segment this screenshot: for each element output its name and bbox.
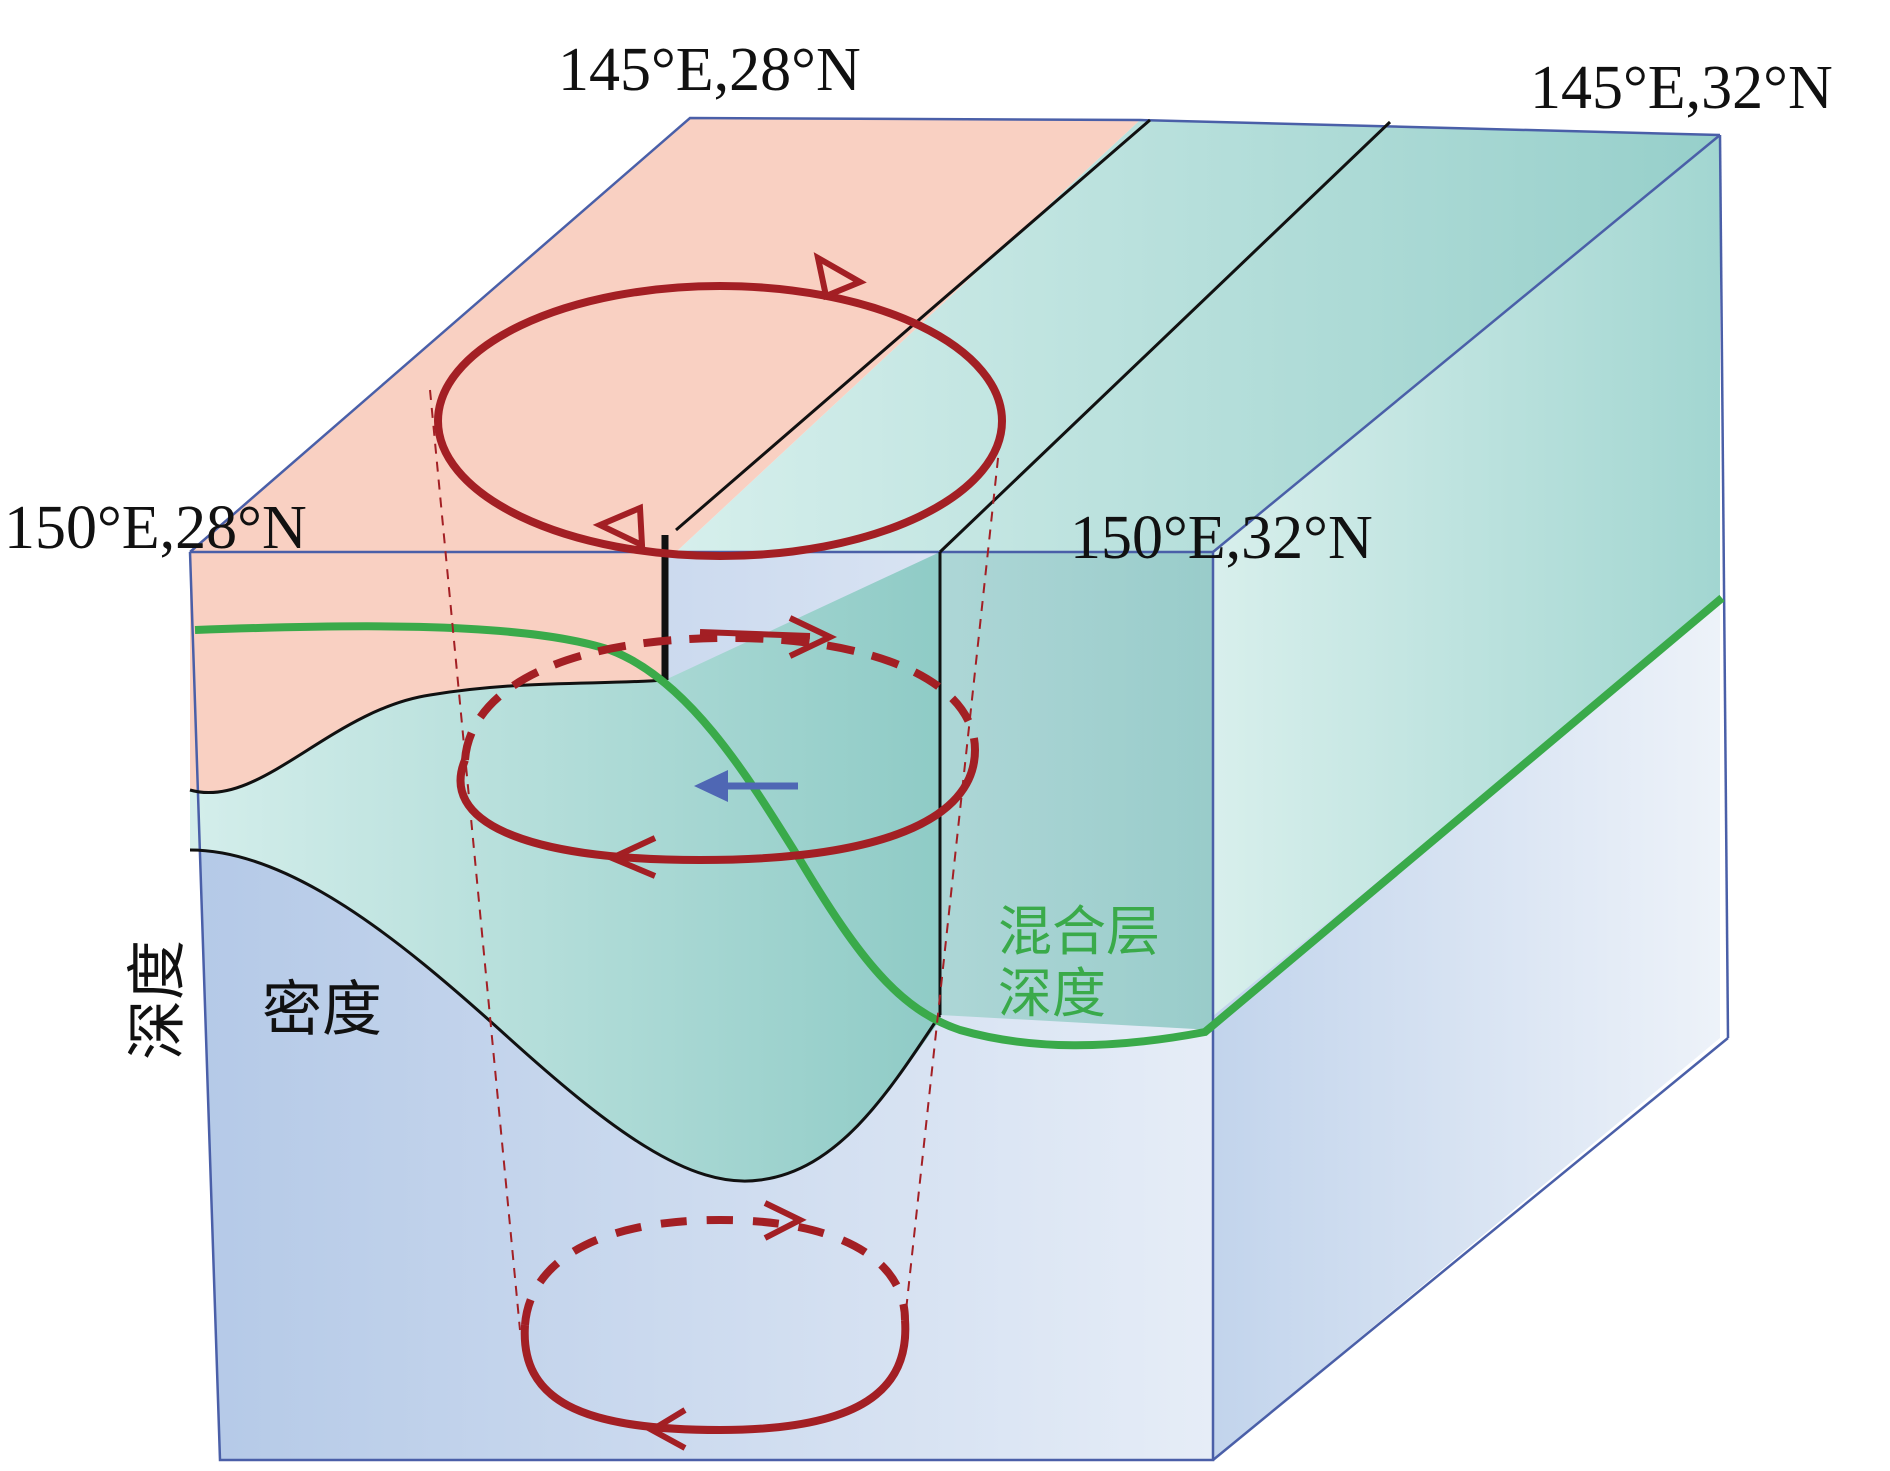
label-depth-axis: 深度 xyxy=(123,940,193,1060)
arrow-head-mid-lower xyxy=(604,835,657,879)
arrow-head-top-left xyxy=(592,503,646,550)
eddy-ring-mid xyxy=(456,633,979,865)
arrow-head-bottom-lower xyxy=(645,1407,687,1451)
front-interface-lines xyxy=(189,118,1392,1183)
top-face-cool xyxy=(676,120,1720,552)
arrow-head-bottom-upper xyxy=(763,1200,807,1241)
top-face-warm xyxy=(190,118,1140,552)
arrow-head-top-right xyxy=(813,252,867,301)
front-warm-layer xyxy=(190,552,665,793)
label-density: 密度 xyxy=(262,975,382,1045)
eddy-ring-surface xyxy=(434,282,1006,560)
label-145e-32n: 145°E,32°N xyxy=(1530,54,1833,122)
label-145e-28n: 145°E,28°N xyxy=(558,36,861,104)
mixed-layer-depth-line xyxy=(194,594,1725,1050)
front-teal-layer xyxy=(190,552,940,1182)
eddy-ring-bottom xyxy=(520,1215,910,1435)
side-face-upper xyxy=(1213,135,1720,1016)
label-mixed-layer-2: 深度 xyxy=(998,962,1106,1025)
arrow-head-mid-upper xyxy=(788,615,837,659)
front-teal-slab xyxy=(940,552,1213,1030)
box-edges xyxy=(188,116,1730,1462)
arrow-mid-upper xyxy=(699,629,811,639)
label-mixed-layer-1: 混合层 xyxy=(998,900,1160,963)
label-150e-32n: 150°E,32°N xyxy=(1070,504,1373,572)
label-150e-28n: 150°E,28°N xyxy=(4,494,307,562)
flow-arrow-icon xyxy=(694,770,728,802)
eddy-cone-guides xyxy=(429,389,1001,1331)
